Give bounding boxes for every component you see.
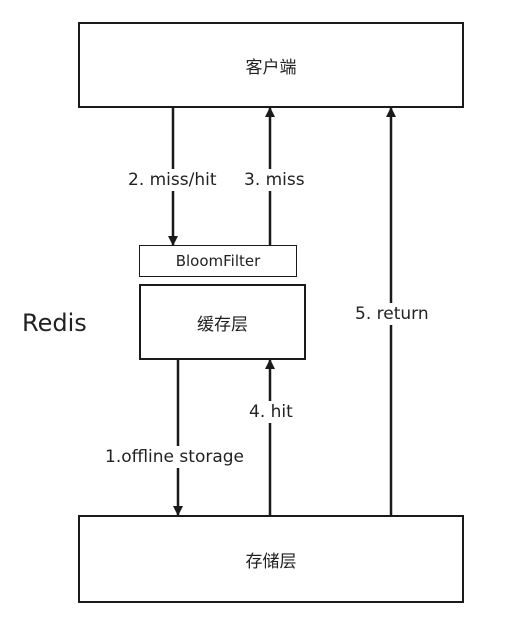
storage-layer-box: 存储层 (78, 515, 464, 603)
storage-layer-label: 存储层 (245, 551, 297, 572)
edge-label-hit: 4. hit (247, 401, 295, 423)
cache-layer-box: 缓存层 (139, 284, 306, 360)
edge-label-miss: 3. miss (242, 169, 307, 191)
cache-layer-label: 缓存层 (197, 314, 248, 335)
edge-label-return: 5. return (353, 303, 431, 325)
bloom-filter-label: BloomFilter (175, 252, 261, 270)
client-box: 客户端 (78, 22, 464, 108)
redis-group-label: Redis (22, 309, 87, 337)
edge-label-miss-hit: 2. miss/hit (126, 169, 219, 191)
edge-label-offline-storage: 1.offline storage (103, 446, 246, 468)
client-label: 客户端 (245, 57, 297, 78)
bloom-filter-box: BloomFilter (139, 245, 297, 277)
